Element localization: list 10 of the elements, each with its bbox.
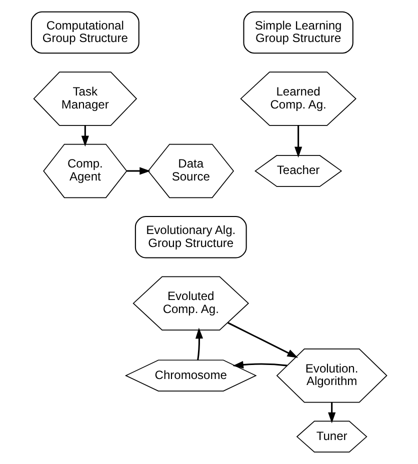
node-box: Evolutionary Alg. Group Structure [134,216,247,258]
arrow [126,167,150,175]
arrow [195,328,204,360]
arrow [328,402,336,424]
arrow [228,322,298,358]
arrow [294,125,302,158]
arrow [232,360,288,369]
arrow [81,125,89,147]
node-box: Simple Learning Group Structure [243,11,354,54]
node-box: Computational Group Structure [30,11,140,54]
